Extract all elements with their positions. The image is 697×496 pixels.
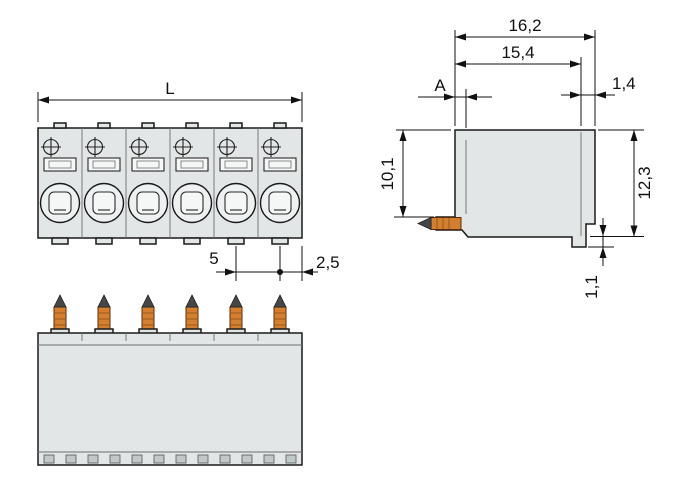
dim-standoff: 1,1 — [582, 218, 614, 299]
dim-overall-height: 12,3 — [590, 129, 654, 237]
solder-pin-tip — [417, 216, 432, 231]
solder-pin — [182, 294, 202, 335]
dim-body-depth: 15,4 — [455, 43, 582, 126]
bottom-housing — [37, 332, 303, 466]
dim-edge-offset: 2,5 — [277, 246, 340, 281]
pin-center-dot — [277, 269, 283, 275]
solder-pin — [50, 294, 70, 335]
dim-overall-height-label: 12,3 — [635, 166, 654, 199]
front-view — [37, 122, 303, 245]
dim-standoff-label: 1,1 — [582, 275, 601, 299]
dim-pitch-label: 5 — [209, 249, 218, 268]
dim-length-label: L — [165, 79, 174, 98]
dim-length: L — [37, 79, 303, 122]
solder-pin — [94, 294, 114, 335]
dim-pin-ref-label: A — [434, 76, 446, 95]
dim-front-height: 10,1 — [378, 129, 451, 218]
side-view — [417, 129, 596, 248]
dim-pitch: 5 — [209, 246, 281, 281]
solder-pin — [270, 294, 290, 335]
dim-front-height-label: 10,1 — [378, 157, 397, 190]
dim-pin-ref: A — [418, 76, 492, 128]
solder-pin — [430, 217, 462, 230]
dim-total-depth: 16,2 — [454, 16, 596, 126]
dim-total-depth-label: 16,2 — [508, 16, 541, 35]
bottom-view — [37, 294, 303, 466]
dim-body-depth-label: 15,4 — [501, 43, 534, 62]
dim-flange-label: 1,4 — [612, 74, 636, 93]
solder-pin — [226, 294, 246, 335]
solder-pin — [138, 294, 158, 335]
dim-flange: 1,4 — [561, 74, 636, 99]
dim-edge-offset-label: 2,5 — [316, 253, 340, 272]
